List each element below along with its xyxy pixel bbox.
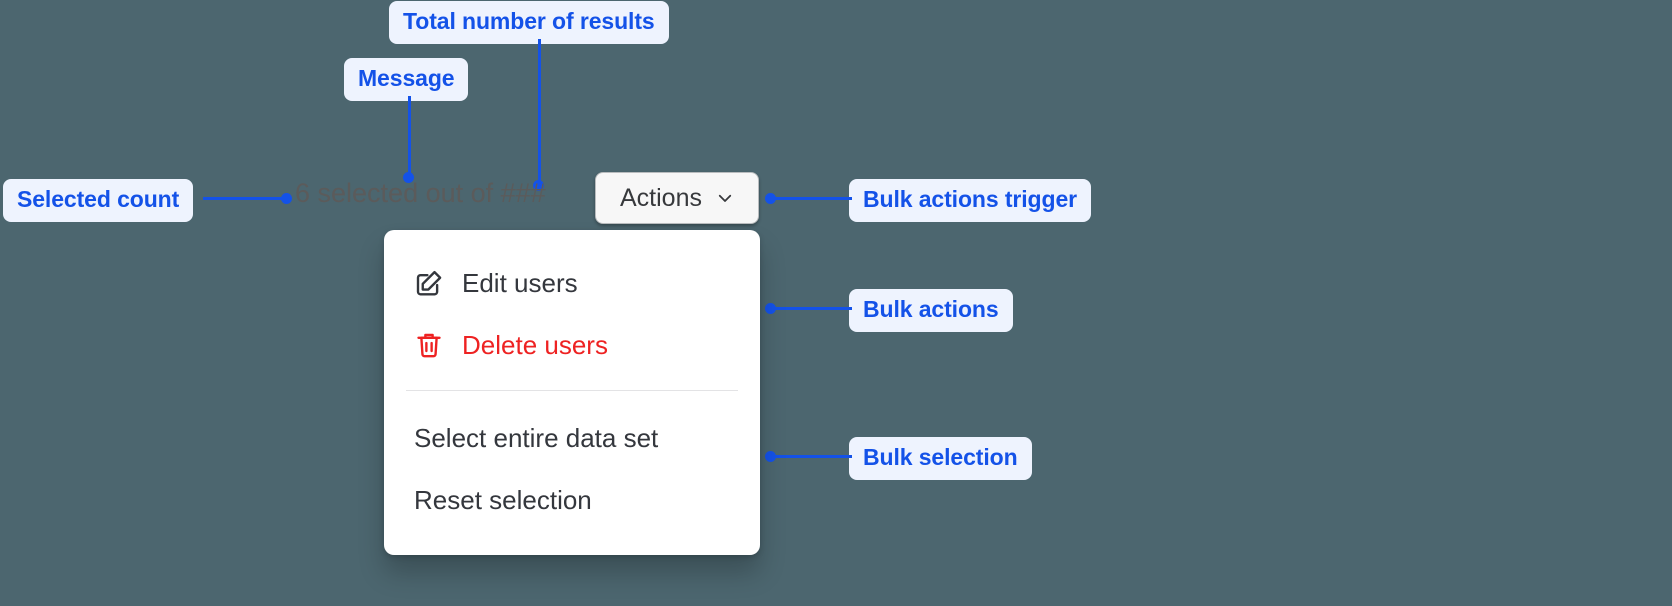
trash-icon <box>414 330 444 360</box>
menu-item-label: Select entire data set <box>414 422 659 453</box>
leader-dot-bulk-actions-trigger <box>765 193 776 204</box>
leader-line-bulk-actions <box>770 307 852 310</box>
menu-item-delete-users[interactable]: Delete users <box>384 314 760 376</box>
callout-message: Message <box>344 58 469 101</box>
callout-bulk-actions-trigger: Bulk actions trigger <box>849 179 1091 222</box>
bulk-actions-trigger-label: Actions <box>620 183 702 212</box>
leader-dot-bulk-actions <box>765 303 776 314</box>
menu-item-label: Reset selection <box>414 484 592 515</box>
leader-dot-total-results <box>533 180 544 191</box>
edit-pencil-square-icon <box>414 268 444 298</box>
leader-dot-bulk-selection <box>765 451 776 462</box>
menu-item-select-entire-data-set[interactable]: Select entire data set <box>384 407 760 469</box>
leader-line-selected-count <box>203 197 288 200</box>
chevron-down-icon <box>716 189 734 207</box>
selection-message: 6 selected out of ### <box>295 178 546 208</box>
leader-line-message <box>408 96 411 177</box>
leader-dot-selected-count <box>281 193 292 204</box>
leader-line-total-results <box>538 39 541 184</box>
callout-total-number-of-results: Total number of results <box>389 1 669 44</box>
callout-bulk-selection: Bulk selection <box>849 437 1032 480</box>
bulk-actions-menu: Edit users Delete users Select entire da… <box>384 230 760 555</box>
leader-line-bulk-selection <box>770 455 852 458</box>
menu-item-label: Edit users <box>462 267 578 298</box>
callout-bulk-actions: Bulk actions <box>849 289 1013 332</box>
menu-divider <box>406 390 738 391</box>
menu-item-edit-users[interactable]: Edit users <box>384 252 760 314</box>
leader-dot-message <box>403 172 414 183</box>
menu-item-reset-selection[interactable]: Reset selection <box>384 469 760 531</box>
bulk-actions-trigger-button[interactable]: Actions <box>595 172 759 224</box>
leader-line-bulk-actions-trigger <box>770 197 852 200</box>
callout-selected-count: Selected count <box>3 179 194 222</box>
menu-item-label: Delete users <box>462 329 608 360</box>
